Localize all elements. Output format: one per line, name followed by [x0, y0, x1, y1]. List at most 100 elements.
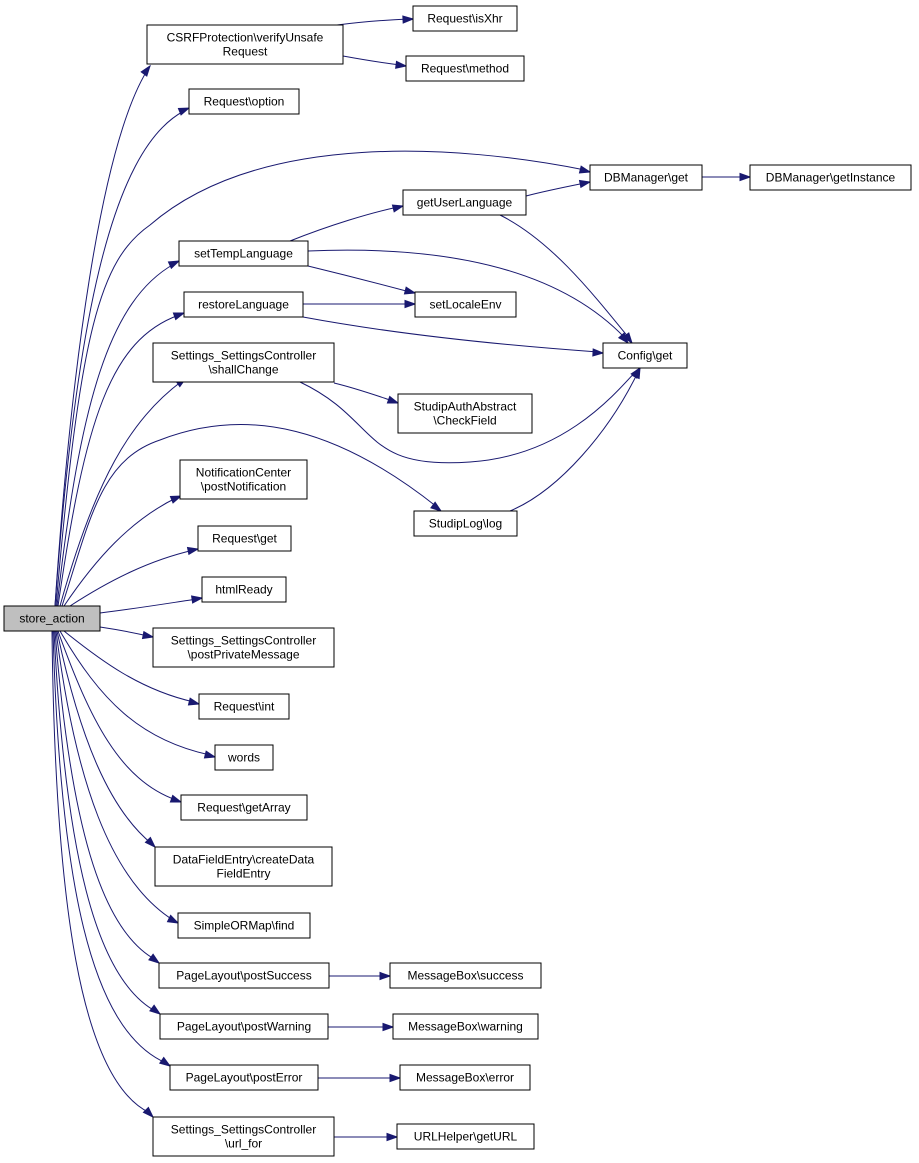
node-option[interactable]: Request\option [188, 88, 300, 115]
arrowhead-icon [739, 172, 752, 182]
edge-line [509, 371, 639, 512]
arrowhead-icon [140, 64, 151, 77]
node-isxhr[interactable]: Request\isXhr [412, 5, 518, 32]
node-reqget[interactable]: Request\get [197, 525, 292, 552]
node-posterror[interactable]: PageLayout\postError [169, 1064, 319, 1091]
edge-line [51, 630, 151, 1114]
node-label: MessageBox\warning [408, 1020, 523, 1034]
node-box [602, 342, 688, 369]
node-dbget[interactable]: DBManager\get [589, 164, 703, 191]
edge-csrf-to-isxhr [336, 15, 415, 26]
arrowhead-icon [148, 953, 161, 964]
node-urlfor[interactable]: Settings_SettingsController\url_for [152, 1116, 335, 1157]
node-label: \url_for [225, 1137, 262, 1151]
node-label: restoreLanguage [198, 298, 289, 312]
node-settemp[interactable]: setTempLanguage [178, 240, 309, 267]
node-label: setTempLanguage [194, 247, 293, 261]
edge-store_action-to-csrf [54, 64, 151, 607]
edge-store_action-to-urlfor [51, 630, 155, 1119]
node-getuserlang[interactable]: getUserLanguage [402, 189, 527, 216]
arrowhead-icon [190, 595, 204, 604]
arrowhead-icon [578, 179, 592, 189]
node-box [158, 962, 330, 989]
node-box [201, 576, 287, 603]
node-box [392, 1013, 539, 1040]
node-getarray[interactable]: Request\getArray [180, 794, 308, 821]
node-postsuccess[interactable]: PageLayout\postSuccess [158, 962, 330, 989]
edge-urlfor-to-geturl [334, 1132, 399, 1142]
node-restore[interactable]: restoreLanguage [183, 291, 304, 318]
arrowhead-icon [389, 1073, 402, 1083]
node-box [183, 291, 304, 318]
node-geturl[interactable]: URLHelper\getURL [396, 1123, 535, 1150]
node-shallchange[interactable]: Settings_SettingsController\shallChange [152, 342, 335, 383]
node-box [397, 393, 533, 434]
node-msgsuccess[interactable]: MessageBox\success [389, 962, 542, 989]
edge-store_action-to-shallchange [59, 377, 188, 607]
arrowhead-icon [403, 286, 417, 295]
edge-line [52, 630, 167, 1064]
node-label: Request\getArray [197, 801, 290, 815]
node-box [159, 1013, 329, 1040]
edge-line [56, 263, 175, 607]
node-setlocale[interactable]: setLocaleEnv [414, 291, 517, 318]
edge-restore-to-configget [302, 316, 605, 357]
node-htmlready[interactable]: htmlReady [201, 576, 287, 603]
edge-settemp-to-getuserlang [289, 204, 405, 242]
edge-line [302, 316, 599, 353]
node-notif[interactable]: NotificationCenter\postNotification [179, 459, 308, 500]
edge-line [54, 630, 157, 961]
node-box [152, 627, 335, 668]
arrowhead-icon [592, 348, 605, 357]
edge-store_action-to-privmsg [99, 626, 155, 640]
arrowhead-icon [386, 1132, 399, 1142]
edge-line [61, 424, 438, 607]
edge-line [54, 65, 151, 607]
node-label: DataFieldEntry\createData [173, 853, 315, 867]
node-words[interactable]: words [214, 744, 274, 771]
node-privmsg[interactable]: Settings_SettingsController\postPrivateM… [152, 627, 335, 668]
node-box [749, 164, 912, 191]
node-dbinst[interactable]: DBManager\getInstance [749, 164, 912, 191]
edge-line [53, 630, 158, 1013]
node-box [3, 605, 101, 632]
edge-store_action-to-ormfind [55, 630, 180, 924]
arrowhead-icon [169, 794, 183, 803]
node-label: URLHelper\getURL [414, 1130, 518, 1144]
edge-getuserlang-to-dbget [525, 179, 592, 197]
node-label: SimpleORMap\find [194, 919, 295, 933]
node-box [414, 291, 517, 318]
node-box [152, 342, 335, 383]
node-store-action[interactable]: store_action [3, 605, 101, 632]
edge-dbget-to-dbinst [702, 172, 752, 182]
node-method[interactable]: Request\method [405, 55, 525, 82]
arrowhead-icon [166, 914, 180, 924]
edge-line [59, 380, 183, 607]
node-msgerror[interactable]: MessageBox\error [399, 1064, 531, 1091]
node-label: Request\isXhr [427, 12, 502, 26]
edge-store_action-to-posterror [52, 630, 172, 1067]
node-box [396, 1123, 535, 1150]
arrowhead-icon [395, 60, 408, 69]
node-ormfind[interactable]: SimpleORMap\find [177, 912, 311, 939]
node-label: \shallChange [208, 363, 278, 377]
node-reqint[interactable]: Request\int [198, 693, 290, 720]
node-postwarning[interactable]: PageLayout\postWarning [159, 1013, 329, 1040]
arrowhead-icon [631, 366, 641, 380]
arrowhead-icon [186, 546, 200, 556]
arrowhead-icon [187, 697, 201, 706]
node-box [169, 1064, 319, 1091]
node-configget[interactable]: Config\get [602, 342, 688, 369]
node-msgwarning[interactable]: MessageBox\warning [392, 1013, 539, 1040]
node-studiplog[interactable]: StudipLog\log [413, 510, 518, 537]
edge-csrf-to-method [342, 55, 408, 69]
arrowhead-icon [141, 630, 155, 640]
edge-store_action-to-dbget [55, 150, 592, 607]
edge-store_action-to-dfentry [56, 630, 157, 849]
node-checkfield[interactable]: StudipAuthAbstract\CheckField [397, 393, 533, 434]
node-box [154, 846, 333, 887]
arrowhead-icon [379, 971, 392, 981]
